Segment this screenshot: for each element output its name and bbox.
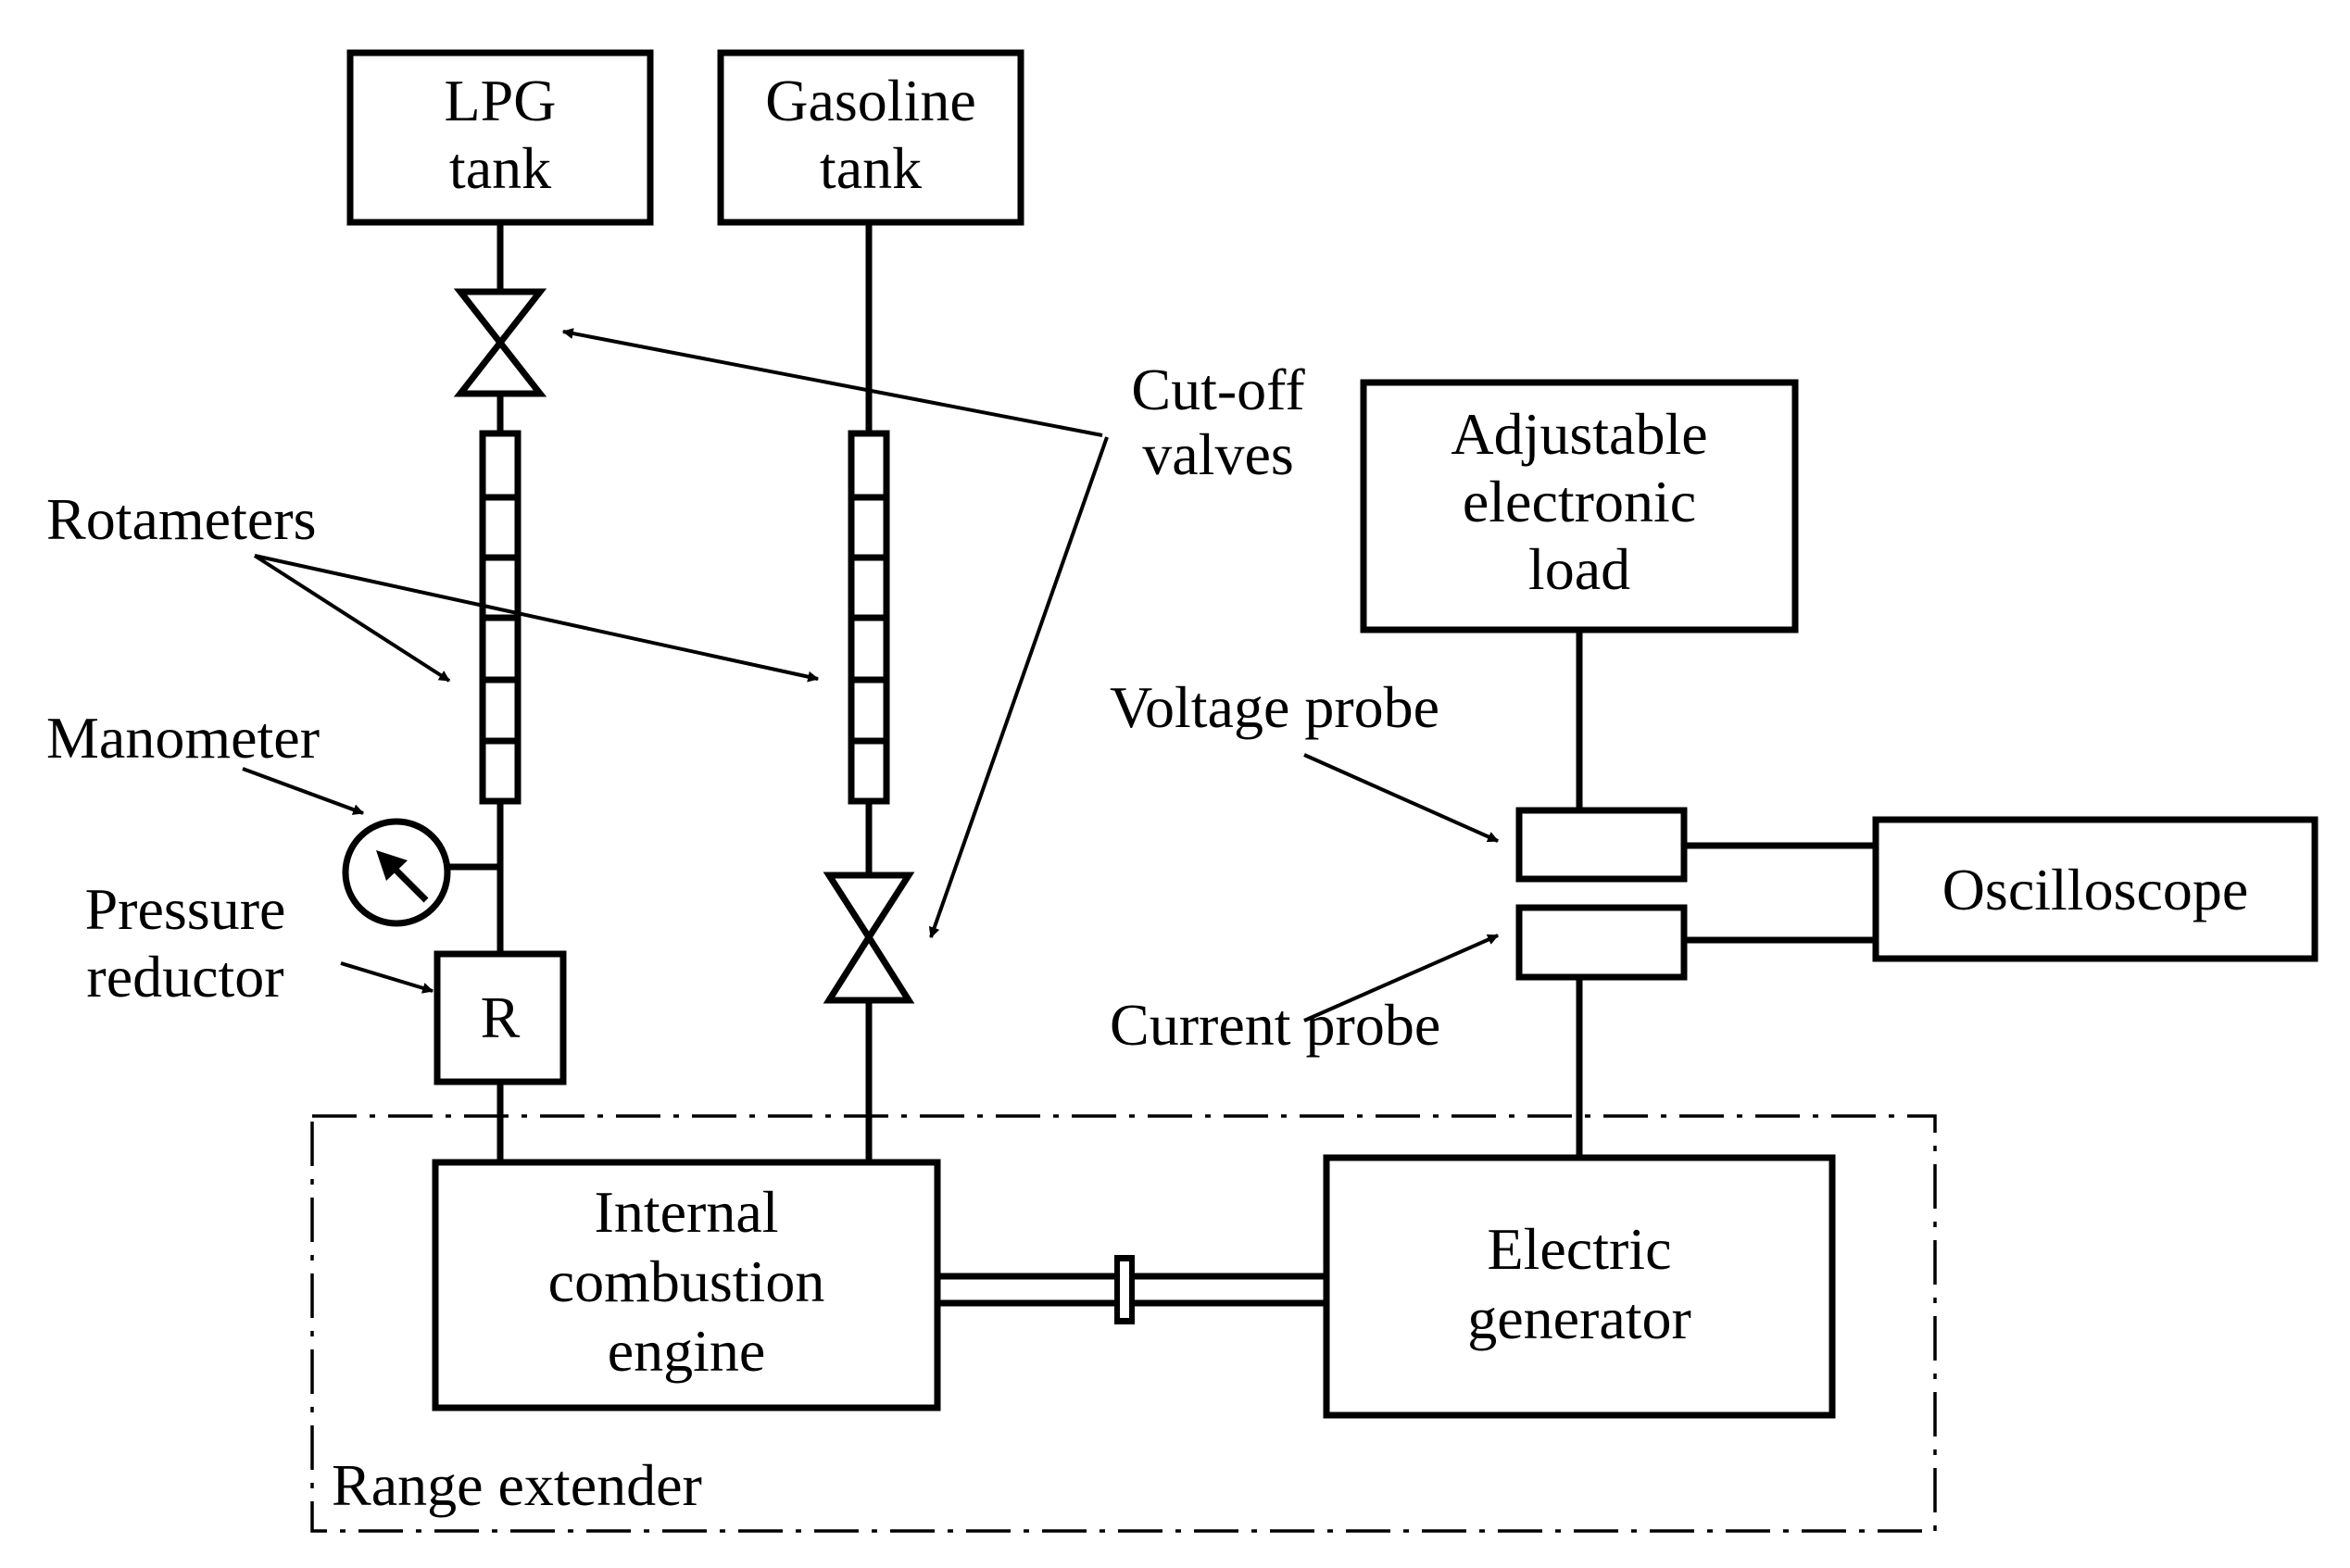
cut-off-valves-label: Cut-off valves — [1131, 357, 1305, 487]
current-probe — [1515, 904, 1688, 981]
electric-generator: Electric generator — [1323, 1154, 1836, 1419]
svg-text:combustion: combustion — [548, 1248, 825, 1314]
svg-text:reductor: reductor — [86, 944, 283, 1010]
svg-text:Adjustable: Adjustable — [1451, 401, 1707, 467]
svg-text:electronic: electronic — [1463, 469, 1696, 534]
svg-text:tank: tank — [820, 135, 922, 201]
svg-text:Electric: Electric — [1488, 1216, 1672, 1282]
gasoline-tank: Gasoline tank — [717, 49, 1024, 226]
internal-combustion-engine: Internal combustion engine — [432, 1159, 941, 1411]
annotation-arrows — [242, 328, 1500, 1022]
reductor-symbol: R — [481, 985, 521, 1050]
current-probe-label: Current probe — [1110, 992, 1440, 1058]
manometer — [342, 818, 500, 927]
arrow-rotameters-to-gasoline — [254, 554, 820, 683]
svg-text:Gasoline: Gasoline — [765, 68, 976, 133]
manometer-label: Manometer — [46, 705, 320, 771]
lpg-tank: LPG tank — [346, 49, 654, 226]
arrow-to-voltage-probe — [1303, 753, 1500, 843]
arrow-cut-off-to-lpg-valve — [561, 328, 1103, 437]
svg-text:generator: generator — [1467, 1286, 1691, 1351]
oscilloscope: Oscilloscope — [1872, 816, 2319, 962]
svg-text:Cut-off: Cut-off — [1131, 357, 1305, 422]
svg-text:Pressure: Pressure — [85, 876, 286, 942]
gasoline-cut-off-valve — [823, 872, 915, 1004]
svg-text:load: load — [1528, 536, 1630, 602]
svg-text:engine: engine — [608, 1318, 766, 1384]
lpg-cut-off-valve — [453, 288, 547, 397]
arrow-to-manometer — [242, 767, 365, 815]
svg-text:Oscilloscope: Oscilloscope — [1942, 857, 2249, 922]
shaft-coupling — [937, 1255, 1326, 1324]
svg-text:tank: tank — [449, 135, 551, 201]
lpg-rotameter — [479, 430, 522, 805]
svg-text:Internal: Internal — [595, 1179, 779, 1245]
rotameters-label: Rotameters — [46, 486, 316, 552]
adjustable-electronic-load: Adjustable electronic load — [1360, 379, 1799, 633]
arrow-to-pressure-reductor — [340, 961, 434, 994]
pressure-reductor: R — [434, 950, 567, 1085]
range-extender-boundary — [310, 1114, 1937, 1533]
pressure-reductor-label: Pressure reductor — [85, 876, 286, 1010]
arrow-cut-off-to-gasoline-valve — [928, 436, 1109, 939]
voltage-probe — [1515, 807, 1688, 883]
arrow-to-current-probe — [1303, 934, 1500, 1022]
gasoline-rotameter — [848, 430, 890, 805]
arrow-rotameters-to-lpg — [253, 554, 451, 683]
electrical-line — [1576, 630, 1876, 1158]
svg-text:LPG: LPG — [445, 68, 557, 133]
voltage-probe-label: Voltage probe — [1110, 674, 1439, 740]
svg-text:valves: valves — [1142, 421, 1294, 487]
range-extender-label: Range extender — [332, 1452, 702, 1518]
